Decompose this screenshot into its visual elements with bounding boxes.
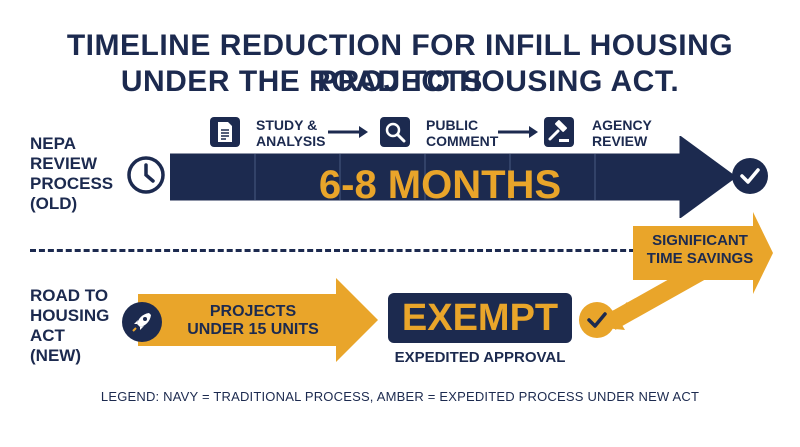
- divider: [30, 249, 644, 252]
- new-act-label: ROAD TO HOUSING ACT (NEW): [30, 286, 109, 366]
- nepa-label-line: PROCESS: [30, 174, 114, 193]
- step-study-analysis: STUDY & ANALYSIS: [256, 117, 326, 149]
- nepa-label-line: REVIEW: [30, 154, 98, 173]
- check-icon: [732, 158, 768, 194]
- step-label-line: AGENCY: [592, 117, 652, 133]
- gavel-icon: [544, 117, 574, 147]
- time-savings-arrow: [595, 210, 775, 340]
- savings-line: TIME SAVINGS: [646, 250, 754, 267]
- nepa-label: NEPA REVIEW PROCESS (OLD): [30, 134, 113, 214]
- clock-icon: [126, 155, 166, 200]
- new-label-line: (NEW): [30, 346, 81, 365]
- title-line-1: TIMELINE REDUCTION FOR INFILL HOUSING PR…: [66, 29, 734, 98]
- exempt-text: EXEMPT: [401, 297, 559, 339]
- check-icon: [579, 302, 615, 338]
- new-label-line: ACT: [30, 326, 65, 345]
- step-public-comment: PUBLIC COMMENT: [426, 117, 498, 149]
- title-line-2: UNDER THE ROAD TO HOUSING ACT.: [120, 65, 680, 98]
- time-savings-label: SIGNIFICANT TIME SAVINGS: [610, 232, 790, 268]
- exempt-badge: [388, 293, 572, 343]
- magnifier-icon: [380, 117, 410, 147]
- projects-under-15-label: PROJECTS UNDER 15 UNITS: [178, 303, 328, 339]
- expedited-process-arrow: [118, 278, 380, 367]
- document-icon: [210, 117, 240, 147]
- step-label-line: PUBLIC: [426, 117, 479, 133]
- new-label-line: ROAD TO: [30, 286, 109, 305]
- expedited-approval-caption: EXPEDITED APPROVAL: [394, 349, 566, 366]
- projects-line: UNDER 15 UNITS: [187, 321, 319, 338]
- traditional-process-arrow: [169, 135, 737, 223]
- step-label-line: ANALYSIS: [256, 133, 326, 149]
- new-label-line: HOUSING: [30, 306, 110, 325]
- duration-text: 6-8 MONTHS: [318, 163, 562, 207]
- step-label-line: COMMENT: [426, 133, 499, 149]
- arrow-right-icon: [326, 125, 370, 144]
- step-agency-review: AGENCY REVIEW: [592, 117, 652, 149]
- nepa-label-line: (OLD): [30, 194, 78, 213]
- step-label-line: STUDY &: [256, 117, 318, 133]
- savings-line: SIGNIFICANT: [652, 232, 748, 249]
- step-label-line: REVIEW: [592, 133, 648, 149]
- rocket-icon: [122, 302, 162, 342]
- projects-line: PROJECTS: [209, 303, 297, 320]
- nepa-label-line: NEPA: [30, 134, 76, 153]
- legend: LEGEND: NAVY = TRADITIONAL PROCESS, AMBE…: [100, 389, 700, 404]
- arrow-right-icon: [496, 125, 540, 144]
